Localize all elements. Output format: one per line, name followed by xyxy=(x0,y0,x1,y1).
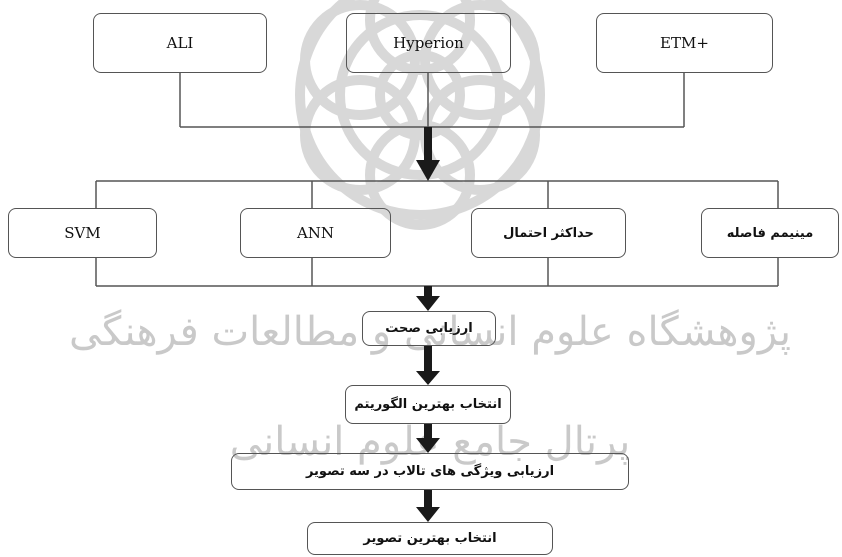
watermark-rosette xyxy=(295,0,545,230)
sensor-box-etm: ETM+ xyxy=(596,13,773,73)
arrow-wetland-to-image xyxy=(416,490,440,522)
classifier-box-ann: ANN xyxy=(240,208,391,258)
arrow-classifiers-to-accuracy xyxy=(416,286,440,311)
step-box-best-algorithm: انتخاب بهترین الگوریتم xyxy=(345,385,511,424)
arrow-algorithm-to-wetland xyxy=(416,424,440,453)
sensor-box-ali: ALI xyxy=(93,13,267,73)
classifier-box-svm: SVM xyxy=(8,208,157,258)
arrow-accuracy-to-algorithm xyxy=(416,346,440,385)
step-box-accuracy-assessment: ارزیابی صحت xyxy=(362,311,496,346)
step-box-wetland-features: ارزیابی ویژگی های تالاب در سه تصویر xyxy=(231,453,629,490)
classifier-box-min-distance: مینیمم فاصله xyxy=(701,208,839,258)
classifier-box-max-likelihood: حداکثر احتمال xyxy=(471,208,626,258)
sensor-box-hyperion: Hyperion xyxy=(346,13,511,73)
step-box-best-image: انتخاب بهترین تصویر xyxy=(307,522,553,555)
arrow-sensors-to-classifiers xyxy=(416,127,440,181)
